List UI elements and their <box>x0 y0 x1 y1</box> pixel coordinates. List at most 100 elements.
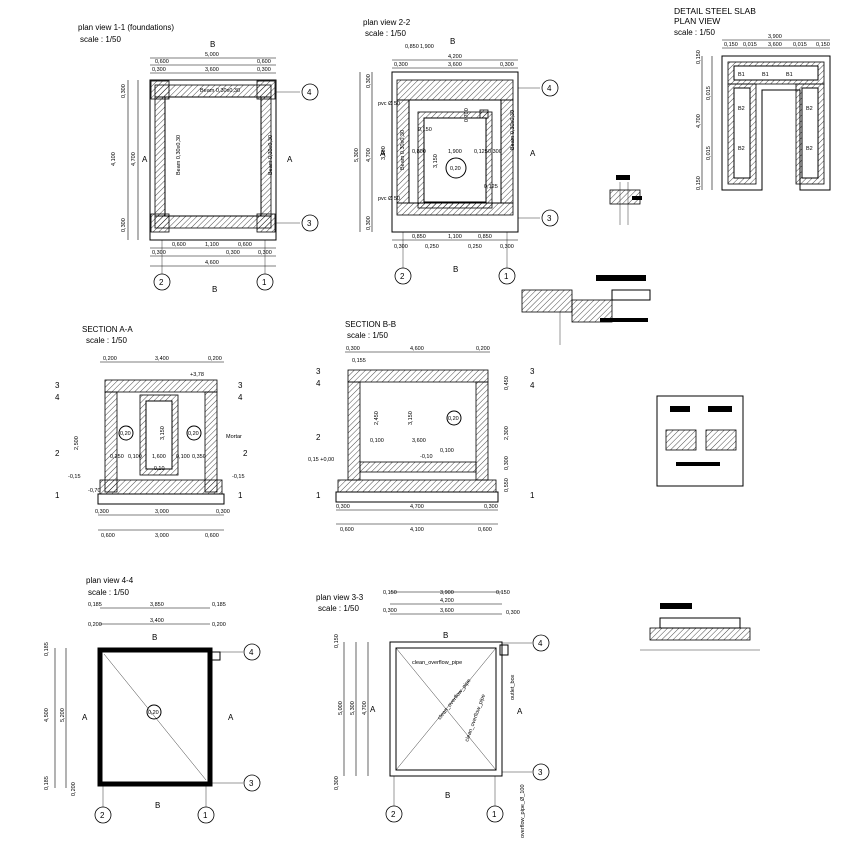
plan11-axis1-bubble <box>256 273 274 291</box>
plan22-axis3-bubble <box>541 209 559 227</box>
plan44-title: plan view 4-4 <box>86 576 134 585</box>
detail-beam-box-frame <box>656 395 744 487</box>
plan33-dim-top-total: 3,900 <box>440 590 454 596</box>
secAA-level-1-r: 1 <box>238 491 243 500</box>
secAA-level-2-l: 2 <box>55 449 60 458</box>
plan11-dim-top-b: 0,600 <box>257 59 271 65</box>
detail-mark-b1-c: B1 <box>786 72 793 78</box>
secAA-dim-bot-a: 0,300 <box>95 509 109 515</box>
plan11-dim-left-c: 4,700 <box>131 152 137 166</box>
plan33-dim-top-e: 3,600 <box>440 608 454 614</box>
plan11-dim-left-b: 4,100 <box>111 152 117 166</box>
plan44-dim-top-total: 3,850 <box>150 602 164 608</box>
detail-beam-box-tag-b <box>708 406 732 412</box>
plan22-axis2-bubble <box>394 267 412 285</box>
secAA-dim-c: 0,250 <box>110 454 124 460</box>
plan33-outlet-box <box>499 644 509 656</box>
plan44-mark-b-top: B <box>152 633 157 642</box>
plan33-dim-left-c: 5,300 <box>350 701 356 715</box>
secBB-level-4-r: 4 <box>530 381 535 390</box>
plan33-scale: scale : 1/50 <box>318 604 359 613</box>
plan33-note-c: clean_overflow_pipe <box>464 694 487 743</box>
plan22-wall-top <box>396 79 514 101</box>
plan44-axis2-label: 2 <box>100 811 105 820</box>
secBB-level-1-l: 1 <box>316 491 321 500</box>
detail-dim-left-d: 0,015 <box>706 146 712 160</box>
plan33-inner-outline <box>395 647 497 771</box>
detail-dim-top-d: 0,015 <box>793 42 807 48</box>
secBB-level-1-r: 1 <box>530 491 535 500</box>
plan22-dim-bot-d: 0,850 <box>478 234 492 240</box>
plan11-axis2-label: 2 <box>159 278 164 287</box>
plan44-axis4-label: 4 <box>249 648 254 657</box>
plan22-inner-chamber <box>423 117 487 203</box>
plan44-scale: scale : 1/50 <box>88 588 129 597</box>
plan44-dim-top-a: 0,185 <box>88 602 102 608</box>
plan-view-3-3: plan view 3-3 scale : 1/50 B B A A 3,900… <box>316 590 550 838</box>
detail-slab-right-panel <box>801 87 819 179</box>
plan33-note-overflow: overflow_pipe_Ø_100 <box>520 784 526 838</box>
plan11-dim-left-d: 0,300 <box>121 218 127 232</box>
detail-slab-top-panel <box>733 65 819 81</box>
plan22-inner-dim-b: 0,700 <box>464 108 470 122</box>
secBB-note: 0,15 +0,00 <box>308 457 334 463</box>
plan44-axis1-label: 1 <box>203 811 208 820</box>
plan11-dim-top-total: 5,000 <box>205 52 219 58</box>
plan22-mark-b-top: B <box>450 37 455 46</box>
secBB-dim-bot-e: 4,100 <box>410 527 424 533</box>
plan22-dim-bot-b: 0,850 <box>412 234 426 240</box>
plan22-inner-dim-e: 0,125 <box>474 149 488 155</box>
detail-footing-tag <box>660 603 692 609</box>
plan33-mark-b-bottom: B <box>445 791 450 800</box>
detail-beam-box-bar <box>676 462 720 466</box>
secBB-dim-top-a: 0,300 <box>346 346 360 352</box>
plan11-axis1-label: 1 <box>262 278 267 287</box>
plan11-outer-outline <box>149 79 277 241</box>
secAA-level-1-l: 1 <box>55 491 60 500</box>
secBB-wall-right <box>475 381 489 481</box>
plan11-mark-a-left: A <box>142 155 148 164</box>
plan22-note-pvc-bottom: pvc Ø 50 <box>378 196 400 202</box>
secBB-dim-bot-a: 0,300 <box>336 504 350 510</box>
secBB-base-slab <box>337 479 497 493</box>
secBB-dim-i: 0,300 <box>504 456 510 470</box>
plan44-dim-left-d: 0,185 <box>44 776 50 790</box>
secAA-base-slab <box>99 479 223 495</box>
plan44-axis3-label: 3 <box>249 779 254 788</box>
secBB-dim-e: 0,100 <box>440 448 454 454</box>
plan44-slab-outline <box>97 647 213 787</box>
plan33-axis2-label: 2 <box>391 810 396 819</box>
secAA-level-4-l: 4 <box>55 393 60 402</box>
detail-mark-b1-a: B1 <box>738 72 745 78</box>
plan33-mark-b-top: B <box>443 631 448 640</box>
plan11-dim-bot-e: 0,600 <box>238 242 252 248</box>
plan11-axis3-bubble <box>301 214 319 232</box>
plan11-beam-bottom <box>154 215 272 229</box>
plan22-note-pvc-top: pvc Ø 50 <box>378 101 400 107</box>
secBB-dim-bot-f: 0,600 <box>478 527 492 533</box>
detail-dim-top-e: 0,150 <box>816 42 830 48</box>
plan22-inner-dim-h: 0,125 <box>484 184 498 190</box>
plan22-axis1-label: 1 <box>504 272 509 281</box>
plan22-dim-top-a: 0,300 <box>394 62 408 68</box>
plan33-axis2-bubble <box>385 805 403 823</box>
detail-beam-box-hatch-a <box>665 429 697 451</box>
detail-connection-small <box>609 175 642 225</box>
plan33-note-b: clean_overflow_pipe <box>437 678 473 721</box>
plan44-axis2-bubble <box>94 806 112 824</box>
secBB-dim-bot-d: 0,600 <box>340 527 354 533</box>
detail-junction-slab <box>611 289 651 301</box>
plan33-mark-a-left: A <box>370 705 376 714</box>
detail-dim-top-total: 3,900 <box>768 34 782 40</box>
plan11-dim-bot-total: 4,600 <box>205 260 219 266</box>
secBB-title: SECTION B-B <box>345 320 396 329</box>
detail-dim-top-a: 0,150 <box>724 42 738 48</box>
plan44-dim-top-e: 0,200 <box>212 622 226 628</box>
plan11-beam-left <box>154 96 166 217</box>
plan11-inner-outline <box>164 96 262 217</box>
detail-dim-left-c: 4,700 <box>696 114 702 128</box>
plan22-inner-dim-d: 1,900 <box>448 149 462 155</box>
plan11-dim-top-d: 3,600 <box>205 67 219 73</box>
plan22-note-beam-left: Beam 0,30x0,30 <box>400 130 406 170</box>
secAA-dim-a: 2,500 <box>74 436 80 450</box>
